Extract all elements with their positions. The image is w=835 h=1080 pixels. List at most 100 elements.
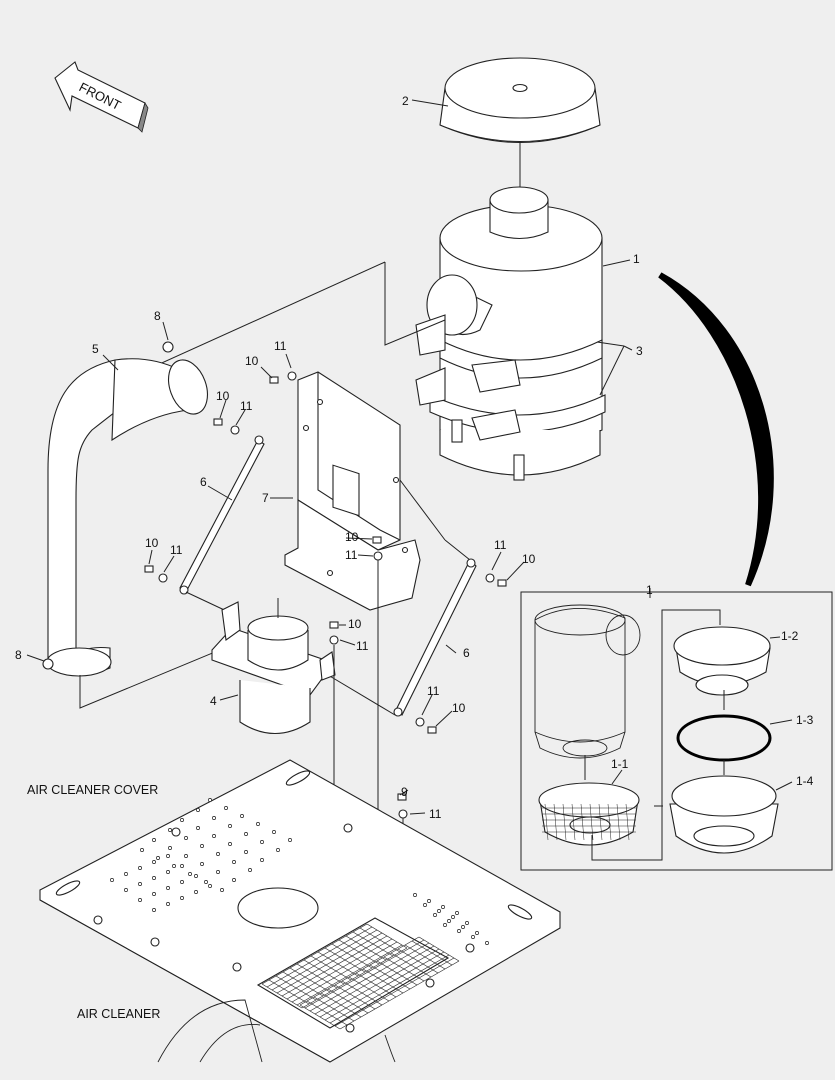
plate-hole bbox=[240, 814, 244, 818]
callout-3: 3 bbox=[636, 344, 643, 358]
callout-10c: 10 bbox=[145, 536, 159, 550]
callout-11h: 11 bbox=[429, 807, 442, 821]
plate-hole bbox=[180, 880, 184, 884]
callout-1-2: 1-2 bbox=[781, 629, 799, 643]
plate-hole bbox=[194, 890, 198, 894]
plate-hole bbox=[260, 840, 264, 844]
grille-line bbox=[281, 935, 388, 997]
plate-hole bbox=[228, 842, 232, 846]
grille-line bbox=[314, 945, 435, 1015]
mesh-line bbox=[562, 803, 567, 841]
plate-hole bbox=[140, 848, 144, 852]
plate-hole bbox=[471, 935, 475, 939]
plate-hole bbox=[152, 876, 156, 880]
callout-inset-1: 1 bbox=[646, 583, 653, 597]
plate-hole bbox=[152, 892, 156, 896]
plate-hole bbox=[124, 888, 128, 892]
callout-9: 9 bbox=[401, 785, 408, 799]
plate-hole bbox=[232, 860, 236, 864]
plate-hole bbox=[433, 913, 437, 917]
callouts: 2 1 3 5 8 8 6 7 4 6 10 11 10 11 10 11 10… bbox=[15, 94, 814, 821]
grille-line bbox=[301, 947, 408, 1009]
intake-duct bbox=[211, 601, 336, 734]
plate-hole bbox=[200, 862, 204, 866]
grille-line bbox=[324, 951, 445, 1021]
grille-line bbox=[304, 939, 425, 1009]
callout-10a: 10 bbox=[245, 354, 259, 368]
plate-hole bbox=[172, 864, 176, 868]
plate-hole bbox=[196, 826, 200, 830]
callout-10f: 10 bbox=[348, 617, 362, 631]
plate-hole bbox=[457, 929, 461, 933]
mesh-line bbox=[553, 803, 558, 841]
callout-1-4: 1-4 bbox=[796, 774, 814, 788]
plate-hole bbox=[200, 844, 204, 848]
callout-10b: 10 bbox=[216, 389, 230, 403]
plate-hole bbox=[447, 919, 451, 923]
callout-1: 1 bbox=[633, 252, 640, 266]
plate-hole bbox=[152, 860, 156, 864]
plate-hole bbox=[168, 828, 172, 832]
plate-hole bbox=[276, 848, 280, 852]
plate-hole bbox=[166, 870, 170, 874]
plate-hole bbox=[443, 923, 447, 927]
plate-hole bbox=[168, 846, 172, 850]
callout-10g: 10 bbox=[452, 701, 466, 715]
grille-line bbox=[286, 938, 393, 1000]
motion-arc bbox=[658, 272, 774, 587]
plate-hole bbox=[184, 836, 188, 840]
grille-line bbox=[271, 929, 378, 991]
callout-11d: 11 bbox=[345, 548, 358, 562]
callout-2: 2 bbox=[402, 94, 409, 108]
mesh-line bbox=[607, 803, 612, 841]
plate-hole bbox=[196, 808, 200, 812]
callout-6b: 6 bbox=[463, 646, 470, 660]
plate-hole bbox=[184, 854, 188, 858]
plate-hole bbox=[232, 878, 236, 882]
mesh-line bbox=[616, 803, 621, 841]
caption-air-cleaner: AIR CLEANER bbox=[77, 1007, 160, 1021]
plate-hole bbox=[216, 870, 220, 874]
plate-hole bbox=[423, 903, 427, 907]
cleaner-housing-below bbox=[157, 999, 396, 1063]
plate-hole bbox=[166, 854, 170, 858]
plate-hole bbox=[166, 886, 170, 890]
plate-hole bbox=[188, 872, 192, 876]
mesh-line bbox=[580, 803, 585, 841]
plate-hole bbox=[208, 798, 212, 802]
detail-inset bbox=[520, 591, 833, 871]
plate-hole bbox=[465, 921, 469, 925]
callout-11e: 11 bbox=[494, 538, 507, 552]
plate-hole bbox=[485, 941, 489, 945]
callout-1-3: 1-3 bbox=[796, 713, 814, 727]
callout-6a: 6 bbox=[200, 475, 207, 489]
grille-line bbox=[299, 936, 420, 1006]
plate-hole bbox=[208, 884, 212, 888]
grille-line bbox=[319, 948, 440, 1018]
plate-hole bbox=[451, 915, 455, 919]
grille-line bbox=[296, 944, 403, 1006]
callout-11f: 11 bbox=[356, 639, 369, 653]
plate-hole bbox=[256, 822, 260, 826]
plate-hole bbox=[138, 866, 142, 870]
mesh-line bbox=[544, 803, 549, 841]
plate-hole bbox=[152, 838, 156, 842]
plate-hole bbox=[272, 830, 276, 834]
plate-hole bbox=[138, 898, 142, 902]
mounting-bracket bbox=[284, 371, 421, 611]
grille-line bbox=[276, 932, 383, 994]
plate-hole bbox=[180, 864, 184, 868]
plate-hole bbox=[194, 874, 198, 878]
grille-line bbox=[261, 923, 368, 985]
plate-hole bbox=[228, 824, 232, 828]
callout-8a: 8 bbox=[154, 309, 161, 323]
plate-hole bbox=[244, 850, 248, 854]
callout-10e: 10 bbox=[522, 552, 536, 566]
grille-line bbox=[309, 942, 430, 1012]
mesh-line bbox=[571, 803, 576, 841]
plate-hole bbox=[437, 909, 441, 913]
callout-4: 4 bbox=[210, 694, 217, 708]
plate-hole bbox=[216, 852, 220, 856]
